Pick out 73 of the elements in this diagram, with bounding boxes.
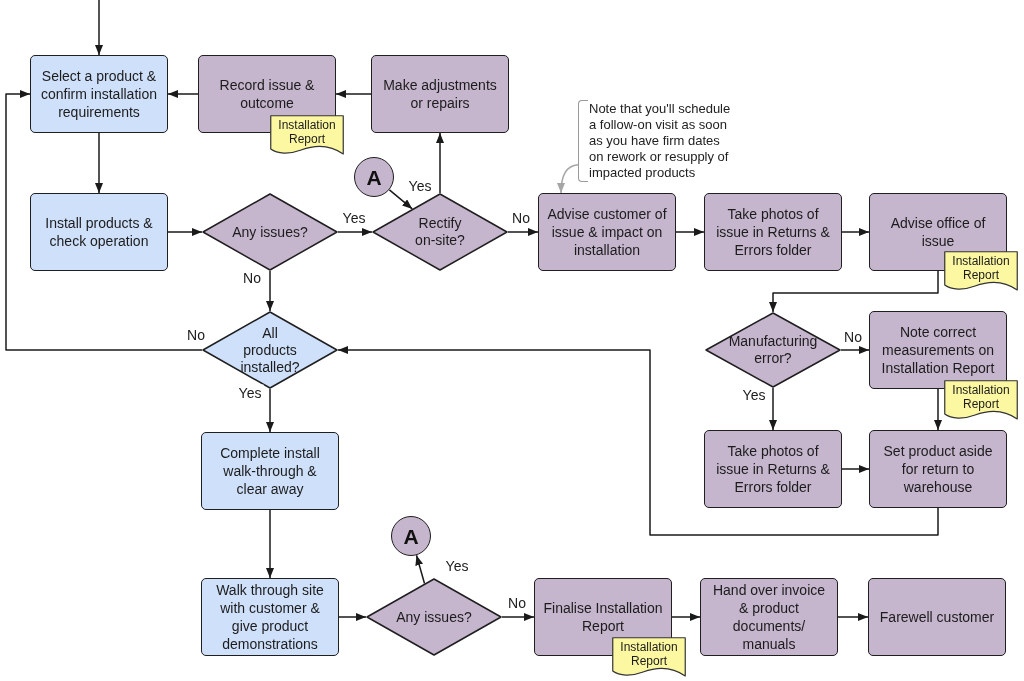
process-box — [201, 432, 339, 510]
arrow — [266, 270, 274, 312]
decision-diamond — [705, 312, 841, 388]
note-text: Note that you'll schedule a follow-on visit as soon as you have firm dates on rework or resupply of impacted products — [589, 101, 732, 181]
arrow — [95, 132, 103, 194]
document-text: Installation Report — [951, 253, 1011, 282]
arrow — [337, 228, 373, 236]
process-box — [30, 55, 168, 133]
step-text: Take photos of issue in Returns & Errors folder — [715, 442, 831, 496]
arrow — [337, 346, 939, 536]
step-text: Finalise Installation Report — [542, 599, 664, 635]
connector-letter: A — [366, 166, 382, 188]
decision-text: Any issues? — [232, 223, 308, 241]
step-text: Set product aside for return to warehouse — [882, 442, 994, 496]
step-text: Take photos of issue in Returns & Errors folder — [715, 205, 831, 259]
arrow — [671, 613, 701, 621]
arrow — [436, 132, 444, 194]
process-box — [869, 430, 1007, 508]
decision-text: All products installed? — [239, 324, 301, 376]
step-text: Complete install walk-through & clear away — [219, 444, 321, 498]
document-shape — [270, 115, 344, 155]
step-text: Advise customer of issue & impact on installation — [546, 205, 668, 259]
arrow — [507, 228, 539, 236]
document-shape — [944, 251, 1018, 291]
process-box — [704, 193, 842, 271]
arrow — [837, 613, 869, 621]
decision-diamond — [366, 578, 502, 656]
connector-letter: A — [403, 525, 419, 547]
step-text: Farewell customer — [879, 608, 995, 626]
arrow — [338, 613, 367, 621]
arrow — [840, 346, 870, 354]
step-text: Install products & check operation — [44, 214, 154, 250]
process-box — [704, 430, 842, 508]
process-box — [868, 578, 1006, 656]
decision-diamond — [202, 193, 338, 271]
arrow — [95, 0, 103, 56]
decision-text: Any issues? — [396, 608, 472, 626]
arrow — [5, 90, 203, 351]
step-text: Make adjustments or repairs — [382, 76, 498, 112]
arrow — [934, 388, 942, 431]
arrow — [167, 228, 203, 236]
document-text: Installation Report — [619, 639, 679, 668]
arrow — [167, 90, 199, 98]
arrow — [769, 270, 939, 313]
document-text: Installation Report — [277, 117, 337, 146]
step-text: Advise office of issue — [889, 214, 987, 250]
process-box — [538, 193, 676, 271]
step-text: Walk through site with customer & give product demonstrations — [215, 581, 325, 653]
step-text: Record issue & outcome — [218, 76, 316, 112]
step-text: Note correct measurements on Installation Report — [880, 323, 996, 377]
arrow — [675, 228, 705, 236]
decision-diamond — [372, 193, 508, 271]
arrow — [266, 388, 274, 433]
leader-arrow — [557, 164, 579, 194]
decision-text: Rectify on-site? — [414, 215, 466, 249]
step-text: Select a product & confirm installation requirements — [40, 67, 158, 121]
arrow — [841, 465, 870, 473]
document-shape — [612, 637, 686, 677]
process-box — [201, 578, 339, 656]
process-box — [700, 578, 838, 656]
decision-text: Manufacturing error? — [727, 333, 819, 367]
arrow — [335, 90, 372, 98]
arrow — [266, 509, 274, 579]
arrow — [388, 189, 414, 210]
arrow — [841, 228, 870, 236]
process-box — [371, 55, 509, 133]
step-text: Hand over invoice & product documents/ manuals — [711, 581, 827, 653]
arrow — [415, 554, 426, 585]
document-text: Installation Report — [951, 382, 1011, 411]
document-shape — [944, 380, 1018, 420]
arrow — [501, 613, 535, 621]
arrow — [769, 387, 777, 431]
process-box — [30, 193, 168, 271]
